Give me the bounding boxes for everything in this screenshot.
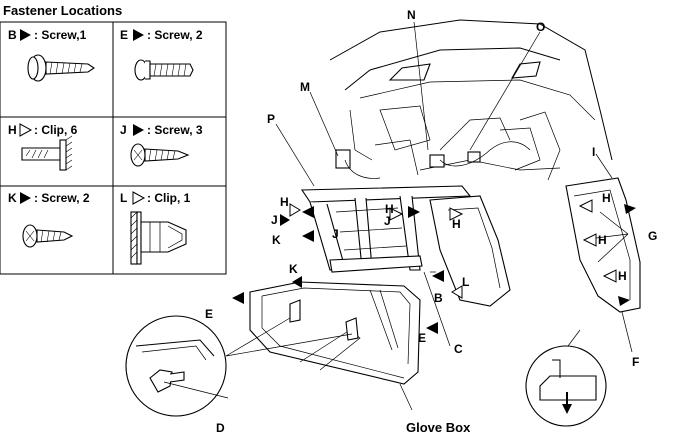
callout-i: I — [592, 145, 595, 159]
dashboard-assembly — [125, 19, 641, 427]
svg-text:: Screw, 2: : Screw, 2 — [147, 28, 203, 42]
screw-k-icon — [22, 224, 74, 248]
callout-e-2: E — [418, 331, 426, 345]
legend-item-l: L : Clip, 1 — [120, 191, 191, 205]
callout-l: L — [462, 275, 469, 289]
svg-text:: Screw, 3: : Screw, 3 — [147, 123, 203, 137]
svg-text:H: H — [8, 123, 17, 137]
svg-text:B: B — [8, 28, 17, 42]
legend-item-b: B : Screw,1 — [8, 28, 87, 42]
callout-j-1: J — [271, 213, 278, 227]
svg-text:E: E — [120, 28, 128, 42]
callout-h-3: H — [598, 233, 607, 247]
callout-h-6: H — [385, 202, 394, 216]
callout-m: M — [300, 80, 310, 94]
callout-g: G — [648, 229, 657, 243]
callout-k-1: K — [272, 233, 281, 247]
legend-item-k: K : Screw, 2 — [8, 191, 90, 205]
svg-text:L: L — [120, 191, 127, 205]
callout-o: O — [536, 20, 545, 34]
callout-c: C — [454, 342, 463, 356]
svg-text:: Screw,1: : Screw,1 — [34, 28, 87, 42]
svg-text:: Clip, 6: : Clip, 6 — [34, 123, 78, 137]
screw-j-icon — [130, 143, 190, 167]
callout-b: B — [434, 291, 443, 305]
callouts: N O M P I H H H H H H J J J K K B E E L … — [205, 8, 657, 435]
callout-e-1: E — [205, 307, 213, 321]
detail-circle-clip — [525, 345, 607, 427]
svg-text:: Clip, 1: : Clip, 1 — [147, 191, 191, 205]
fastener-markers — [232, 199, 636, 334]
detail-circle-d — [125, 315, 227, 417]
screw-e-icon — [134, 59, 194, 81]
screw-b-icon — [27, 54, 95, 82]
callout-j-3: J — [384, 214, 391, 228]
callout-n: N — [407, 8, 416, 22]
glove-box-label: Glove Box — [406, 420, 471, 435]
callout-j-2: J — [332, 227, 339, 241]
glove-box — [249, 281, 421, 385]
legend-item-j: J : Screw, 3 — [120, 123, 203, 137]
legend-title: Fastener Locations — [3, 3, 122, 18]
clip-h-icon — [21, 135, 73, 171]
callout-h-2: H — [602, 191, 611, 205]
callout-h-5: H — [452, 217, 461, 231]
legend: Fastener Locations B : Screw,1 E : Screw… — [0, 3, 227, 275]
svg-text:K: K — [8, 191, 17, 205]
leader-lines — [163, 21, 633, 411]
svg-text:J: J — [120, 123, 127, 137]
callout-h-1: H — [280, 195, 289, 209]
callout-f: F — [632, 355, 639, 369]
callout-k-2: K — [289, 262, 298, 276]
legend-item-e: E : Screw, 2 — [120, 28, 203, 42]
clip-l-icon — [130, 211, 187, 265]
callout-h-4: H — [618, 269, 627, 283]
svg-text:: Screw, 2: : Screw, 2 — [34, 191, 90, 205]
callout-p: P — [267, 112, 275, 126]
callout-d: D — [216, 421, 225, 435]
legend-item-h: H : Clip, 6 — [8, 123, 78, 137]
